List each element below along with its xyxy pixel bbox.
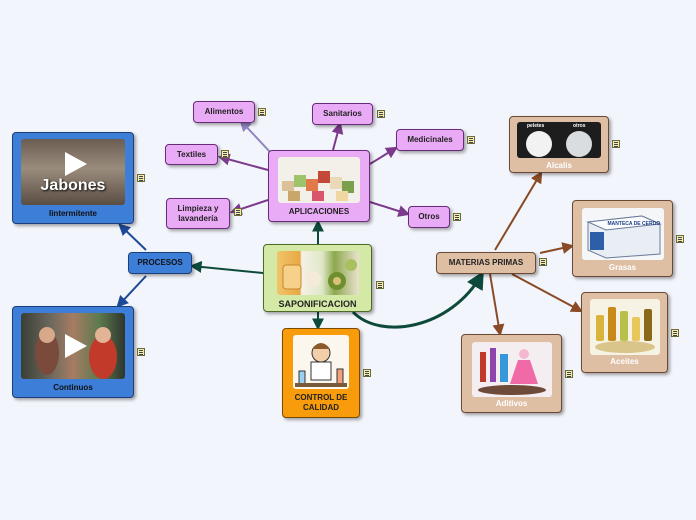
otros-node[interactable]: Otros: [408, 206, 450, 228]
medicinales-label: Medicinales: [407, 135, 453, 145]
soap-bars-image: [278, 157, 360, 203]
link-to-alcalis: [494, 170, 543, 251]
link-to-sanitarios: [331, 121, 344, 151]
intermitente-label: Iintermitente: [48, 209, 97, 218]
note-icon[interactable]: [565, 370, 573, 378]
continuos-video-thumbnail[interactable]: [21, 313, 125, 379]
link-to-aceites: [511, 273, 584, 313]
continuos-label: Continuos: [53, 383, 93, 392]
link-to-intermitente: [118, 223, 147, 251]
play-icon[interactable]: [65, 152, 87, 176]
play-icon[interactable]: [65, 334, 87, 358]
materias-primas-label: MATERIAS PRIMAS: [448, 258, 524, 268]
aplicaciones-node[interactable]: APLICACIONES: [268, 150, 370, 222]
note-icon[interactable]: [221, 150, 229, 158]
alcalis-node[interactable]: peletes otros Alcalis: [509, 116, 609, 173]
note-icon[interactable]: [234, 208, 242, 216]
note-icon[interactable]: [671, 329, 679, 337]
aceites-image: [589, 299, 660, 355]
link-to-alimentos: [239, 119, 271, 153]
note-icon[interactable]: [467, 136, 475, 144]
note-icon[interactable]: [376, 281, 384, 289]
aditivos-image: [471, 342, 552, 397]
aplicaciones-label: APLICACIONES: [288, 207, 350, 216]
note-icon[interactable]: [137, 174, 145, 182]
textiles-label: Textiles: [176, 149, 207, 159]
intermitente-video-thumbnail[interactable]: Jabones: [21, 139, 125, 205]
link-to-continuos: [116, 275, 147, 308]
otros-label: Otros: [418, 212, 440, 222]
soap-ingredients-image: [276, 251, 359, 295]
materias-primas-node[interactable]: MATERIAS PRIMAS: [436, 252, 536, 274]
link-to-procesos: [189, 260, 264, 274]
grasas-node[interactable]: MANTECA DE CERDO Grasas: [572, 200, 673, 277]
note-icon[interactable]: [377, 110, 385, 118]
alcalis-image: peletes otros: [517, 122, 601, 158]
saponificacion-label: SAPONIFICACION: [278, 299, 357, 309]
aditivos-label: Aditivos: [495, 399, 528, 408]
alimentos-label: Alimentos: [204, 107, 244, 117]
control-calidad-label: CONTROL DE CALIDAD: [294, 393, 348, 412]
pellet-tag: peletes: [527, 123, 545, 129]
limpieza-node[interactable]: Limpieza y lavandería: [166, 198, 230, 229]
control-calidad-node[interactable]: CONTROL DE CALIDAD: [282, 328, 360, 418]
saponificacion-node[interactable]: SAPONIFICACION: [263, 244, 372, 312]
limpieza-label: Limpieza y lavandería: [177, 204, 219, 223]
procesos-node[interactable]: PROCESOS: [128, 252, 192, 274]
intermitente-node[interactable]: Jabones Iintermitente: [12, 132, 134, 224]
link-to-aditivos: [489, 273, 505, 337]
note-icon[interactable]: [539, 258, 547, 266]
aceites-label: Aceites: [610, 357, 639, 366]
lab-scientist-image: [293, 335, 349, 389]
medicinales-node[interactable]: Medicinales: [396, 129, 464, 151]
note-icon[interactable]: [137, 348, 145, 356]
continuos-node[interactable]: Continuos: [12, 306, 134, 398]
link-to-textiles: [217, 153, 269, 171]
aditivos-node[interactable]: Aditivos: [461, 334, 562, 413]
note-icon[interactable]: [258, 108, 266, 116]
sanitarios-label: Sanitarios: [323, 109, 362, 119]
link-to-grasas: [539, 242, 575, 254]
link-to-medicinales: [369, 146, 399, 165]
grasas-label: Grasas: [608, 263, 637, 272]
grasas-image: MANTECA DE CERDO: [581, 208, 664, 260]
video-title-overlay: Jabones: [40, 177, 106, 194]
link-to-materias: [351, 270, 484, 329]
alcalis-label: Alcalis: [546, 161, 572, 170]
note-icon[interactable]: [676, 235, 684, 243]
alimentos-node[interactable]: Alimentos: [193, 101, 255, 123]
procesos-label: PROCESOS: [137, 258, 183, 268]
note-icon[interactable]: [612, 140, 620, 148]
textiles-node[interactable]: Textiles: [165, 144, 218, 165]
aceites-node[interactable]: Aceites: [581, 292, 668, 373]
link-to-otros: [369, 201, 411, 217]
sanitarios-node[interactable]: Sanitarios: [312, 103, 373, 125]
note-icon[interactable]: [453, 213, 461, 221]
note-icon[interactable]: [363, 369, 371, 377]
other-tag: otros: [573, 123, 586, 129]
box-label: MANTECA DE CERDO: [607, 221, 661, 227]
